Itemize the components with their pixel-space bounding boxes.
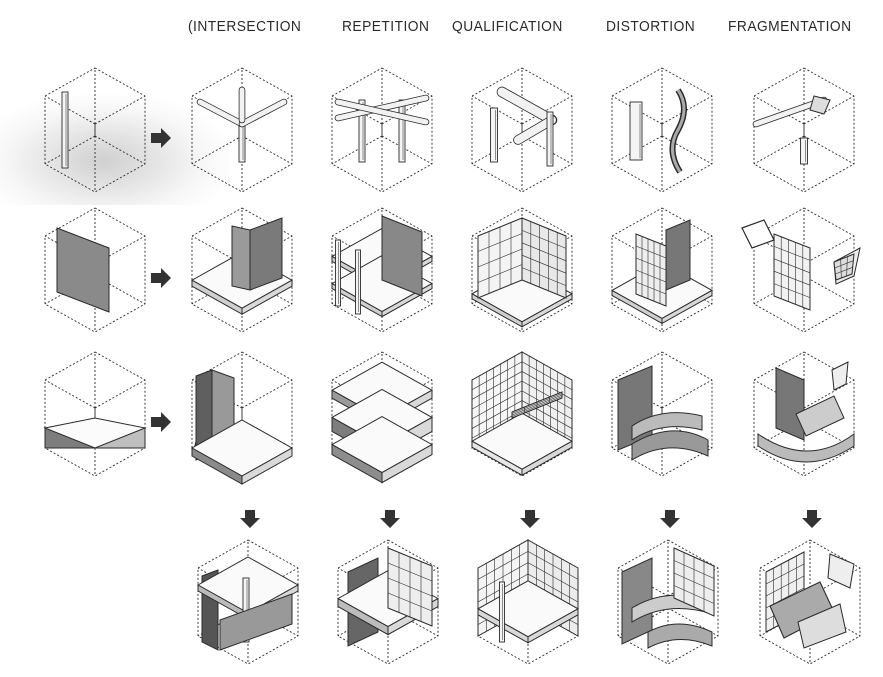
cell-column-5-0 [754, 68, 854, 192]
cell-combined-space-4-3 [618, 540, 718, 664]
cell-wall-plane-2-1 [332, 208, 432, 332]
arrow-down-col-3 [520, 510, 540, 528]
cell-wall-plane-0-1 [45, 208, 145, 332]
cell-column-1-0 [192, 68, 292, 192]
cell-column-0-0 [45, 68, 145, 192]
cell-floor-slab-5-2 [754, 352, 854, 476]
cell-column-4-0 [612, 68, 712, 192]
cell-column-3-0 [472, 68, 572, 192]
arrow-down-col-4 [660, 510, 680, 528]
cell-wall-plane-1-1 [192, 208, 292, 332]
arrow-right-row-1 [151, 128, 171, 148]
cell-combined-space-3-3 [478, 540, 578, 664]
cell-wall-plane-4-1 [612, 208, 712, 332]
arrow-right-row-3 [151, 412, 171, 432]
cell-combined-space-1-3 [198, 540, 298, 664]
cell-wall-plane-5-1 [742, 208, 860, 332]
cell-floor-slab-0-2 [45, 352, 145, 476]
cell-wall-plane-3-1 [472, 208, 572, 332]
cell-floor-slab-1-2 [192, 352, 292, 484]
cell-combined-space-2-3 [338, 540, 438, 664]
cell-floor-slab-4-2 [612, 352, 712, 476]
arrow-down-col-5 [802, 510, 822, 528]
cell-floor-slab-3-2 [472, 352, 572, 476]
cell-column-2-0 [332, 68, 432, 192]
arrow-down-col-2 [380, 510, 400, 528]
cell-floor-slab-2-2 [332, 352, 432, 483]
arrow-right-row-2 [151, 268, 171, 288]
cell-combined-space-5-3 [760, 540, 860, 664]
arrow-down-col-1 [240, 510, 260, 528]
